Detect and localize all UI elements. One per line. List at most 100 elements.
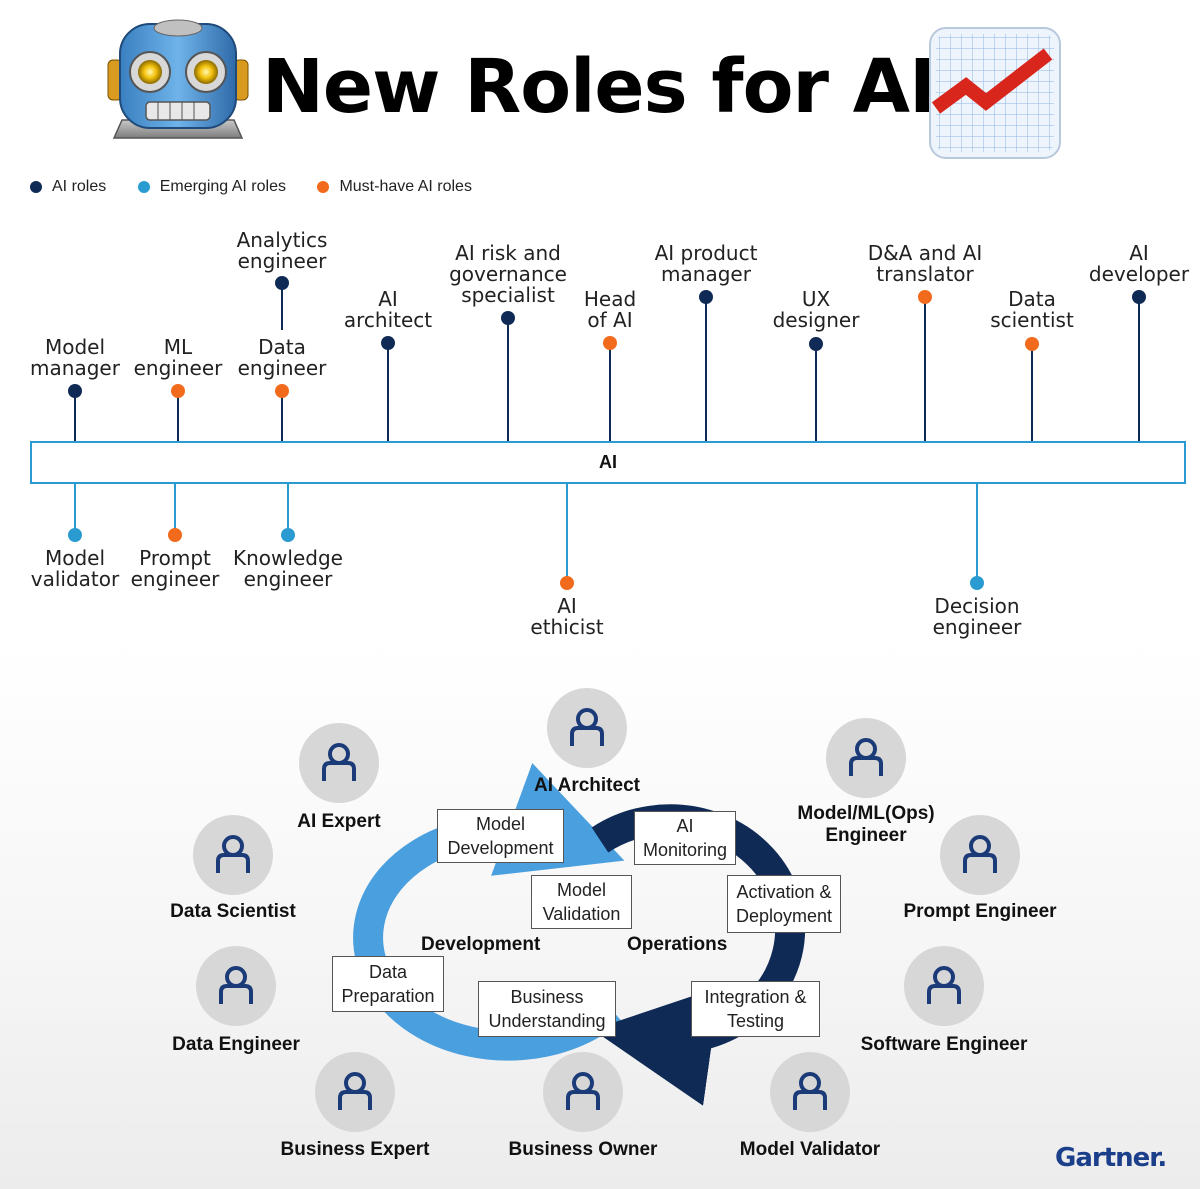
role-label-line: Analytics — [236, 228, 328, 252]
role-label-line: specialist — [461, 283, 555, 307]
role-stem — [287, 484, 289, 535]
page-title: New Roles for AI — [262, 44, 937, 130]
persona-label: AI Expert — [209, 811, 469, 833]
role-dot-icon — [68, 528, 82, 542]
role-label-line: engineer — [243, 567, 333, 591]
role-dot-icon — [699, 290, 713, 304]
legend-item-ai-roles: AI roles — [30, 178, 106, 196]
role-dot-icon — [68, 384, 82, 398]
role-label-line: engineer — [133, 356, 223, 380]
role-stem — [976, 484, 978, 583]
persona-avatar — [315, 1052, 395, 1132]
role-dot-icon — [381, 336, 395, 350]
legend-item-emerging: Emerging AI roles — [137, 178, 286, 196]
role-dot-icon — [809, 337, 823, 351]
persona-label-line: AI Architect — [534, 775, 640, 796]
role-stem — [1031, 344, 1033, 441]
persona-label: Data Engineer — [106, 1034, 366, 1056]
role-label-line: Head — [583, 287, 637, 311]
persona-label-line: Prompt Engineer — [903, 901, 1057, 922]
role-label-line: AI — [557, 594, 577, 618]
stage-label: Activation & Deployment — [736, 880, 832, 928]
role-dot-icon — [970, 576, 984, 590]
role-label-line: Knowledge — [233, 546, 343, 570]
legend-label: AI roles — [52, 178, 107, 195]
persona-avatar — [826, 718, 906, 798]
role-label-line: of AI — [587, 308, 633, 332]
persona-label: Model Validator — [680, 1139, 940, 1161]
role-label-line: Decision — [934, 594, 1020, 618]
role-label-line: engineer — [237, 249, 327, 273]
role-label-line: engineer — [237, 356, 327, 380]
persona-label-line: Model Validator — [739, 1139, 881, 1160]
role-stem — [705, 297, 707, 441]
stage-label: Integration &Testing — [704, 985, 806, 1033]
stage-label-line: Activation & — [736, 882, 832, 902]
persona-avatar — [904, 946, 984, 1026]
persona-label: Model/ML(Ops)Engineer — [736, 803, 996, 847]
role-label-line: developer — [1088, 262, 1190, 286]
role-label-line: Model — [44, 546, 106, 570]
legend-dot-icon — [317, 181, 330, 193]
ai-bar-label: AI — [599, 452, 617, 472]
role-stem — [1138, 297, 1140, 441]
role-dot-icon — [918, 290, 932, 304]
persona-label-line: Engineer — [825, 825, 907, 846]
role-stem — [566, 484, 568, 583]
role-label-line: Model — [44, 335, 106, 359]
lifecycle-stage-box: Activation & Deployment — [727, 875, 841, 933]
persona-avatar — [547, 688, 627, 768]
role-label-line: manager — [30, 356, 120, 380]
role-label-line: designer — [772, 308, 860, 332]
stage-label-line: Validation — [542, 904, 621, 924]
role-label-line: AI risk and — [455, 241, 561, 265]
role-label-line: AI — [1129, 241, 1149, 265]
persona-label-line: Data Scientist — [170, 901, 296, 922]
persona-label: Software Engineer — [814, 1034, 1074, 1056]
stage-label-line: Model — [475, 814, 526, 834]
persona-label-line: Business Owner — [508, 1139, 658, 1160]
role-label-line: engineer — [932, 615, 1022, 639]
stage-label-line: Testing — [726, 1011, 785, 1031]
persona-avatar — [543, 1052, 623, 1132]
ai-bar: AI — [30, 441, 1186, 484]
role-dot-icon — [281, 528, 295, 542]
persona-label-line: Model/ML(Ops) — [797, 803, 935, 824]
persona-label-line: Business Expert — [280, 1139, 430, 1160]
role-stem — [74, 484, 76, 535]
role-dot-icon — [501, 311, 515, 325]
persona-avatar — [299, 723, 379, 803]
lifecycle-stage-box: Integration &Testing — [691, 981, 820, 1037]
legend-dot-icon — [30, 181, 42, 193]
stage-label-line: Data — [368, 962, 408, 982]
role-dot-icon — [168, 528, 182, 542]
stage-label-line: Development — [447, 838, 554, 858]
role-label-line: ethicist — [530, 615, 604, 639]
role-label-line: translator — [876, 262, 974, 286]
role-label-line: UX — [801, 287, 831, 311]
role-dot-icon — [1025, 337, 1039, 351]
role-stem — [174, 484, 176, 535]
stage-label-line: Deployment — [735, 906, 833, 926]
persona-avatar — [196, 946, 276, 1026]
